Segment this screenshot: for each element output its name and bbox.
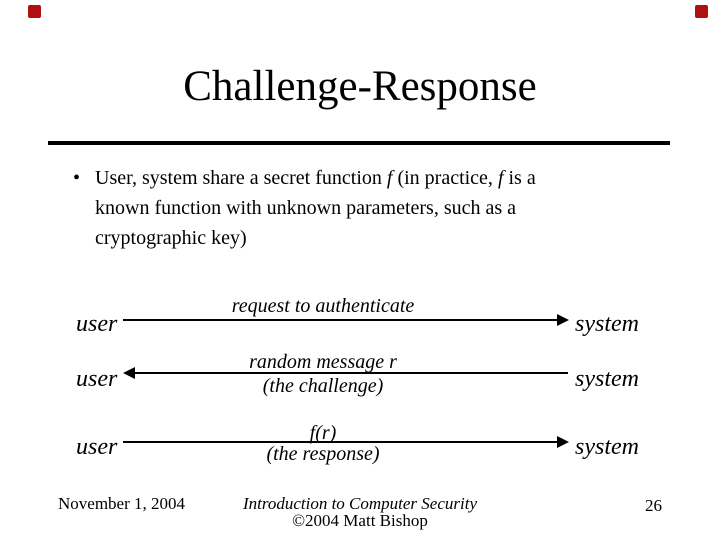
flow-row-2-system-label: system: [575, 366, 639, 392]
red-corner-mark-left: [28, 5, 41, 18]
flow-row-1-user-label: user: [76, 311, 118, 337]
footer-date: November 1, 2004: [58, 494, 186, 513]
flow-row-3-message-sublabel: (the response): [266, 443, 380, 465]
flow-row-3-system-label: system: [575, 434, 639, 460]
title-divider-line: [48, 141, 670, 145]
footer-page-number: 26: [645, 496, 662, 515]
footer-course-title: Introduction to Computer Security: [242, 494, 478, 513]
flow-row-2-message-sublabel: (the challenge): [262, 375, 384, 397]
bullet-line-2: known function with unknown parameters, …: [95, 197, 517, 219]
bullet-line-3: cryptographic key): [95, 227, 247, 249]
flow-row-1-arrowhead-right-icon: [557, 314, 569, 326]
slide-title: Challenge-Response: [183, 63, 537, 110]
flow-row-1-system-label: system: [575, 311, 639, 337]
flow-row-2-arrowhead-left-icon: [123, 367, 135, 379]
flow-row-2-message-label: random message r: [249, 351, 397, 373]
flow-row-1-arrow-line: [123, 319, 557, 321]
flow-row-3-arrow-line: [123, 441, 557, 443]
flow-row-3-message-label: f(r): [309, 422, 337, 444]
flow-row-3-arrowhead-right-icon: [557, 436, 569, 448]
bullet-line-1: User, system share a secret function f (…: [95, 167, 536, 189]
footer-copyright: ©2004 Matt Bishop: [292, 511, 428, 530]
red-corner-mark-right: [695, 5, 708, 18]
flow-row-1-message-label: request to authenticate: [231, 295, 415, 317]
flow-row-2-arrow-line: [135, 372, 568, 374]
flow-row-3-user-label: user: [76, 434, 118, 460]
flow-row-2-user-label: user: [76, 366, 118, 392]
bullet-marker: •: [73, 167, 81, 189]
bullet-paragraph: User, system share a secret function f (…: [95, 163, 536, 253]
